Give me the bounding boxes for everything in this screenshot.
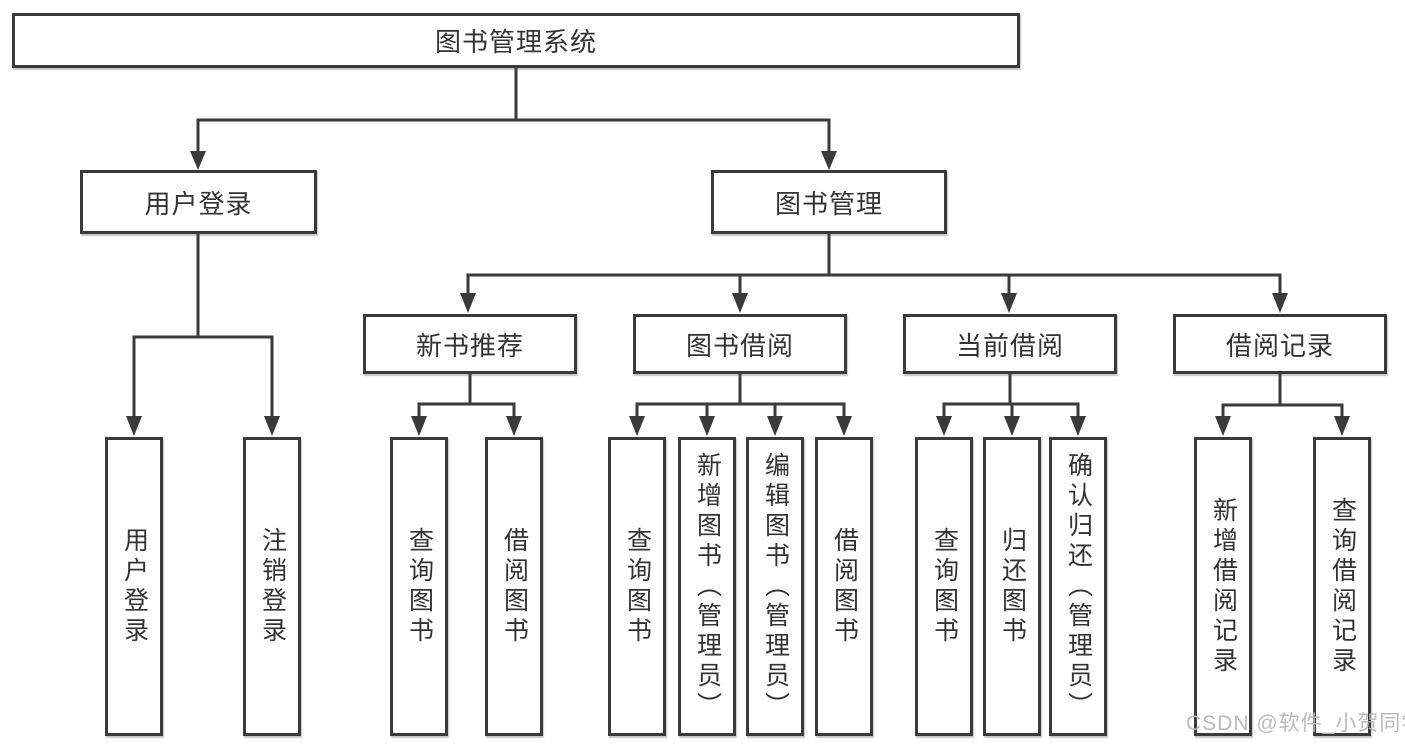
leaf-add-books-admin: 新增图书（管理员）	[678, 437, 736, 736]
leaf-borrow-books-label: 借阅图书	[830, 526, 859, 647]
connector-borrow-records-to-leaves	[1215, 372, 1350, 436]
leaf-user-login: 用户登录	[105, 437, 163, 736]
leaf-edit-books-admin-label: 编辑图书（管理员）	[761, 451, 790, 722]
leaf-add-books-admin-label: 新增图书（管理员）	[693, 451, 722, 722]
leaf-edit-books-admin: 编辑图书（管理员）	[746, 437, 804, 736]
leaf-query-books-borrow: 查询图书	[608, 437, 666, 736]
leaf-query-books-current-label: 查询图书	[930, 526, 959, 647]
leaf-borrow-books: 借阅图书	[815, 437, 873, 736]
connector-root-to-level2	[190, 65, 837, 170]
leaf-query-borrow-record-label: 查询借阅记录	[1328, 496, 1357, 677]
leaf-query-books-recommend-label: 查询图书	[405, 526, 434, 647]
leaf-add-borrow-record: 新增借阅记录	[1194, 437, 1252, 736]
node-current-borrow: 当前借阅	[903, 314, 1117, 374]
leaf-query-books-current: 查询图书	[915, 437, 973, 736]
leaf-confirm-return-admin: 确认归还（管理员）	[1049, 437, 1107, 736]
leaf-return-books: 归还图书	[983, 437, 1041, 736]
leaf-borrow-books-recommend: 借阅图书	[485, 437, 543, 736]
node-root-system: 图书管理系统	[12, 13, 1020, 68]
connector-book-borrow-to-leaves	[629, 372, 852, 436]
node-book-borrow: 图书借阅	[633, 314, 847, 374]
leaf-query-borrow-record: 查询借阅记录	[1313, 437, 1371, 736]
leaf-logout: 注销登录	[243, 437, 301, 736]
leaf-query-books-borrow-label: 查询图书	[623, 526, 652, 647]
leaf-query-books-recommend: 查询图书	[390, 437, 448, 736]
node-new-book-recommend: 新书推荐	[363, 314, 577, 374]
csdn-watermark: CSDN @软件_小贺同学	[1186, 712, 1405, 735]
leaf-user-login-label: 用户登录	[120, 526, 149, 647]
leaf-confirm-return-admin-label: 确认归还（管理员）	[1064, 451, 1093, 722]
node-book-management: 图书管理	[711, 170, 947, 234]
leaf-borrow-books-recommend-label: 借阅图书	[500, 526, 529, 647]
node-user-login: 用户登录	[80, 170, 317, 234]
leaf-add-borrow-record-label: 新增借阅记录	[1209, 496, 1238, 677]
leaf-logout-label: 注销登录	[258, 526, 287, 647]
node-borrow-records: 借阅记录	[1173, 314, 1387, 374]
connector-new-book-to-leaves	[411, 372, 522, 436]
connector-current-borrow-to-leaves	[936, 372, 1086, 436]
connector-book-management-to-level3	[460, 232, 1288, 313]
leaf-return-books-label: 归还图书	[998, 526, 1027, 647]
connector-user-login-to-leaves	[126, 232, 280, 436]
